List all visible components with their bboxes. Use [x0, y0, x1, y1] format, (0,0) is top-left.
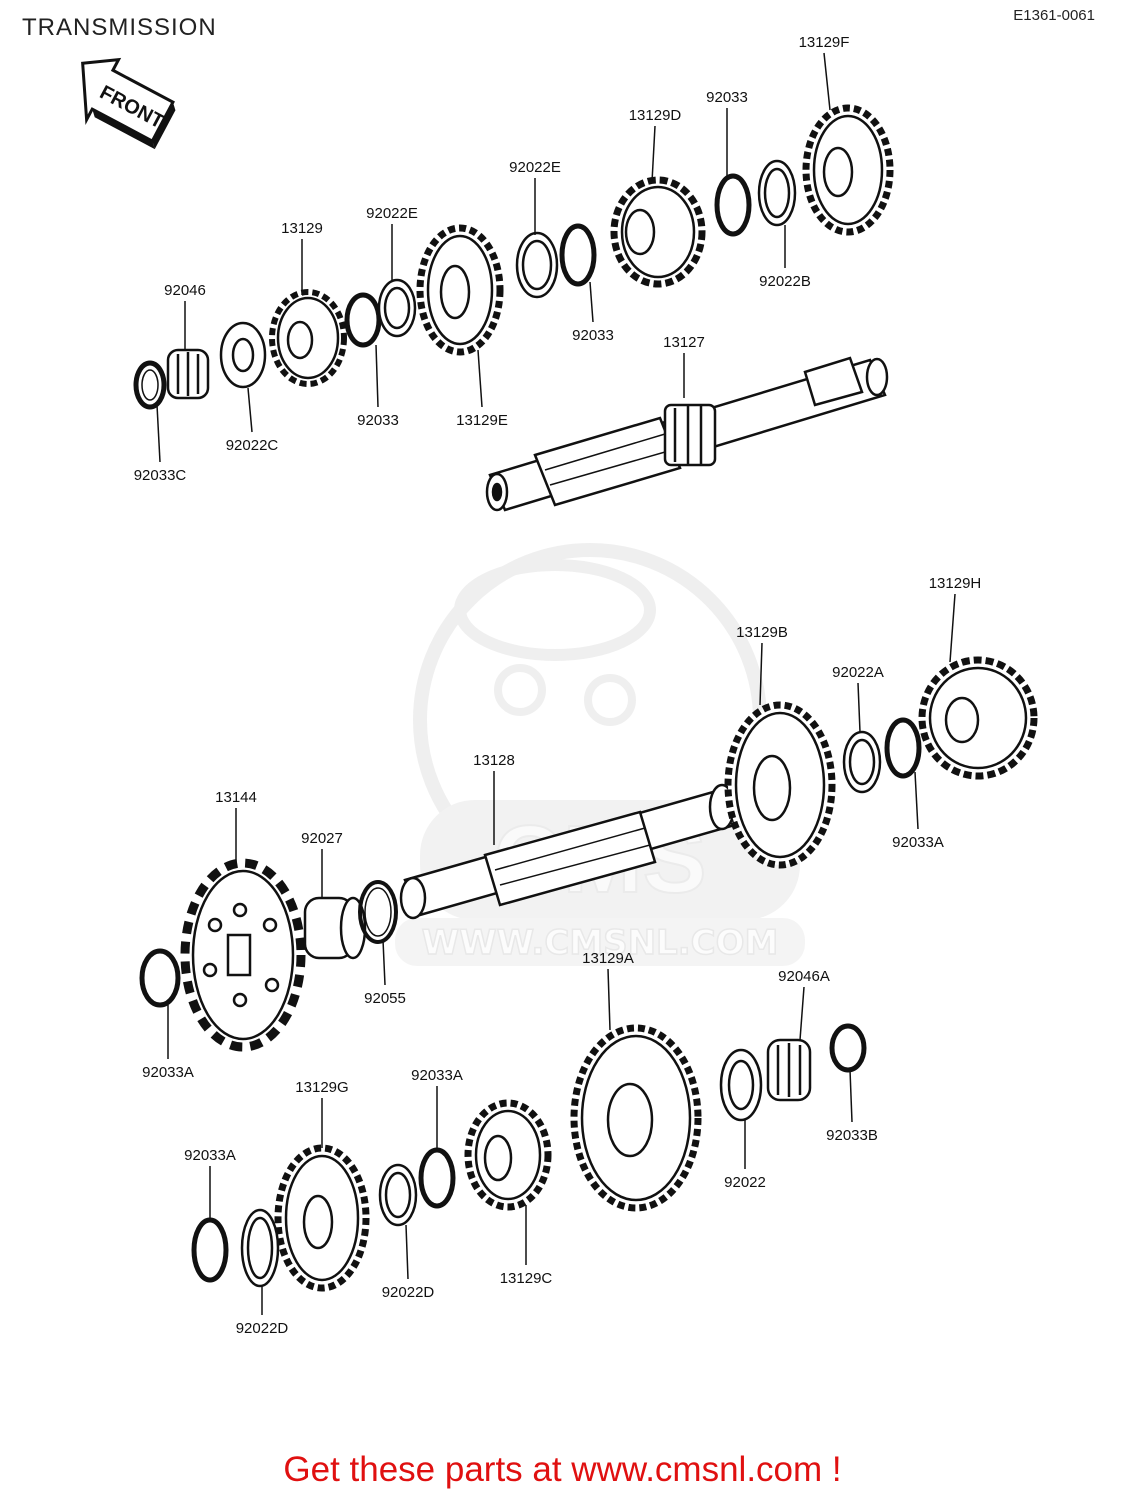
washer-92022D-b [240, 1208, 280, 1288]
needle-bearing-92046 [166, 348, 210, 400]
circlip-92033-c [714, 173, 752, 237]
leader-line-92022a [857, 682, 861, 733]
gear-13129D [610, 176, 706, 288]
front-arrow: FRONT [81, 57, 176, 150]
part-label-92046[interactable]: 92046 [164, 282, 206, 299]
leader-line-92022c [247, 387, 253, 433]
gear-13129H [918, 656, 1038, 780]
part-label-92033a[interactable]: 92033A [184, 1147, 236, 1164]
washer-92022E-b [515, 231, 559, 299]
part-callouts: 92033C 92046 92022C 13129 92033 92022E 13129E 9… [134, 34, 982, 1337]
output-shaft-assembly [139, 656, 1038, 1292]
gear-13129C [464, 1099, 552, 1211]
leader-line-13129e [477, 349, 483, 408]
part-label-92033a[interactable]: 92033A [142, 1064, 194, 1081]
part-label-13128[interactable]: 13128 [473, 752, 515, 769]
circlip-92033A-a [884, 717, 922, 779]
footer-link[interactable]: Get these parts at www.cmsnl.com ! [283, 1450, 842, 1489]
gear-13129B [724, 701, 836, 869]
part-label-92033[interactable]: 92033 [357, 412, 399, 429]
leader-line-13129b [759, 642, 763, 706]
leader-line-92033b [849, 1069, 853, 1123]
leader-line-92022d [405, 1224, 409, 1280]
part-label-92046a[interactable]: 92046A [778, 968, 830, 985]
collar-92027 [303, 896, 367, 960]
sprocket-13144 [180, 858, 306, 1052]
part-label-92022e[interactable]: 92022E [366, 205, 418, 222]
leader-line-13129d [651, 125, 656, 183]
part-label-13129h[interactable]: 13129H [929, 575, 982, 592]
needle-bearing-92046A [766, 1038, 812, 1102]
shaft-13127 [485, 356, 889, 512]
part-label-13129[interactable]: 13129 [281, 220, 323, 237]
circlip-92033A-d [191, 1217, 229, 1283]
washer-92022C [219, 321, 267, 389]
part-label-13129b[interactable]: 13129B [736, 624, 788, 641]
part-label-92033c[interactable]: 92033C [134, 467, 187, 484]
gear-13129G [274, 1144, 370, 1292]
part-label-13127[interactable]: 13127 [663, 334, 705, 351]
leader-line-92033 [375, 344, 379, 408]
part-label-92022d[interactable]: 92022D [382, 1284, 435, 1301]
leader-line-13129f [823, 52, 831, 111]
part-label-92022d[interactable]: 92022D [236, 1320, 289, 1337]
part-label-13129a[interactable]: 13129A [582, 950, 634, 967]
part-label-92022a[interactable]: 92022A [832, 664, 884, 681]
leader-line-92033c [156, 404, 161, 463]
leader-line-92033a [914, 771, 919, 830]
watermark-url: WWW.CMSNL.COM [422, 923, 779, 963]
leader-line-92046a [799, 986, 805, 1041]
circlip-92033A-c [418, 1147, 456, 1209]
washer-92022D-a [378, 1163, 418, 1227]
circlip-92033B [829, 1023, 867, 1073]
circlip-92033-a [344, 292, 382, 348]
circlip-92033A-b [139, 948, 181, 1008]
part-label-13129d[interactable]: 13129D [629, 107, 682, 124]
washer-92022 [719, 1048, 763, 1122]
gear-13129F [802, 104, 894, 236]
part-label-13129f[interactable]: 13129F [799, 34, 850, 51]
leader-line-92033 [589, 281, 594, 323]
o-ring-92055 [358, 880, 398, 944]
washer-92022B [757, 159, 797, 227]
part-label-92022c[interactable]: 92022C [226, 437, 279, 454]
part-label-92027[interactable]: 92027 [301, 830, 343, 847]
part-label-13129g[interactable]: 13129G [295, 1079, 348, 1096]
part-label-92033[interactable]: 92033 [572, 327, 614, 344]
gear-13129A [570, 1024, 702, 1212]
part-label-92033a[interactable]: 92033A [892, 834, 944, 851]
input-shaft-assembly [133, 104, 894, 512]
leader-line-13129a [607, 968, 611, 1031]
part-label-13129e[interactable]: 13129E [456, 412, 508, 429]
part-label-92033a[interactable]: 92033A [411, 1067, 463, 1084]
circlip-92033C [133, 360, 167, 410]
leader-line-92055 [382, 939, 386, 986]
leader-line-13129h [949, 593, 956, 663]
part-label-13144[interactable]: 13144 [215, 789, 257, 806]
exploded-view: CMS WWW.CMSNL.COM FRONT [81, 34, 1038, 1337]
page-title: TRANSMISSION [22, 14, 217, 41]
part-label-92022e[interactable]: 92022E [509, 159, 561, 176]
part-label-92022[interactable]: 92022 [724, 1174, 766, 1191]
part-label-92033[interactable]: 92033 [706, 89, 748, 106]
part-label-92033b[interactable]: 92033B [826, 1127, 878, 1144]
gear-13129E [416, 224, 504, 356]
part-label-13129c[interactable]: 13129C [500, 1270, 553, 1287]
part-label-92055[interactable]: 92055 [364, 990, 406, 1007]
watermark-mascot-goggles [454, 559, 656, 661]
gear-13129 [269, 289, 347, 387]
circlip-92033-b [559, 223, 597, 287]
washer-92022E-a [377, 278, 417, 338]
washer-92022A [842, 730, 882, 794]
part-label-92022b[interactable]: 92022B [759, 273, 811, 290]
diagram-code: E1361-0061 [1013, 7, 1095, 24]
